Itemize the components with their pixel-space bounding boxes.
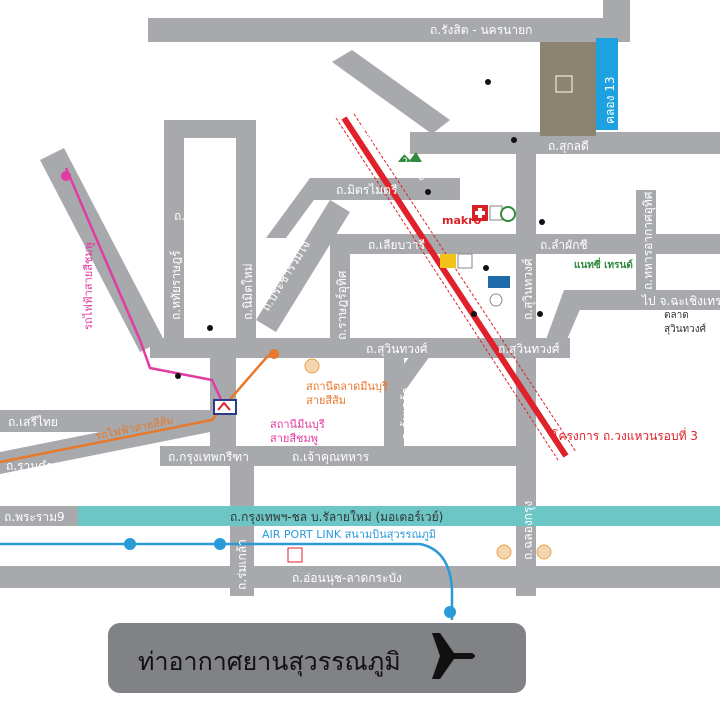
mountain-logo-icon (398, 152, 422, 162)
road-on-nut (0, 566, 720, 588)
label-on-nut: ถ.อ่อนนุช-ลาดกระบัง (292, 571, 402, 586)
label-liab-khlong: ถนนเลียบคลอง (619, 46, 633, 124)
bus-icon (287, 547, 303, 563)
poi-logos: makro แนทซี่ เทรนด์ (287, 152, 633, 563)
label-station-pink: สถานีมีนบุรีสายสีชมพู (270, 418, 325, 445)
pink-line (64, 167, 226, 407)
airplane-icon (422, 633, 475, 679)
label-pink-line: รถไฟฟ้าสายสีชมพู (82, 242, 95, 330)
label-market: ตลาดสุวินทวงศ์ (664, 310, 707, 335)
road-rat-uthit (330, 234, 350, 346)
road-suwinthawong (150, 338, 570, 358)
lotus-logo (488, 276, 510, 288)
label-station-orange: สถานีตลาดมีนบุรีสายสีส้ม (306, 380, 388, 407)
label-rangsit: ถ.รังสิต - นครนายก (430, 23, 532, 37)
khlong-13 (596, 38, 618, 130)
label-nimitmai: ถ.นิมิตใหม่ (241, 263, 255, 320)
label-chueng-krao: ไป จ.ฉะเชิงเทรา (641, 294, 720, 308)
brand-logo: แนทซี่ เทรนด์ (574, 257, 633, 271)
label-rom-klao: ถ.ร่มเกล้า (235, 539, 249, 590)
road-mitmaitri (310, 178, 460, 200)
label-lamphak-chi: ถ.ลำผักชี (540, 238, 588, 252)
label-khamnan-chao: ถ.ทหารอากาศอุทิศ (641, 191, 656, 290)
label-rama9: ถ.พระราม9 (4, 510, 65, 524)
label-chalongkrung: ถ.ฉลองกรุง (521, 501, 536, 560)
ring-road-project (341, 116, 569, 458)
label-ring-road: โครงการ ถ.วงแหวนรอบที่ 3 (552, 427, 698, 443)
road-krungthep-kritha (160, 446, 536, 466)
makro-logo: makro (442, 214, 482, 227)
label-krungthep-kritha: ถ.กรุงเทพกรีฑา (168, 450, 249, 465)
seal-icon (500, 206, 516, 222)
label-motorway: ถ.กรุงเทพฯ-ชล บ.รัลายใหม่ (มอเตอร์เวย์) (230, 510, 443, 525)
label-hathairat: ถ.หทัยราษฎร์ (169, 250, 183, 320)
label-khlong13: คลอง 13 (603, 76, 617, 124)
road-nimitmai (236, 120, 256, 342)
road-sukkoli (410, 132, 720, 154)
label-suwinthawong-v: ถ.สุวินทวงศ์ (521, 258, 536, 320)
label-khum-klao: ถ.คุ้มเกล้า (399, 388, 414, 440)
store-logo-icon (440, 254, 456, 268)
label-rat-uthit: ถ.ราษฎร์อุทิศ (335, 270, 350, 340)
road-network (0, 0, 720, 596)
airport-name: ท่าอากาศยานสุวรรณภูมิ (138, 647, 401, 676)
project-building-icon (540, 42, 596, 136)
label-sukkoli: ถ.สุกลดี (548, 139, 589, 154)
road-rama9 (0, 506, 82, 526)
label-serithai: ถ.เสรีไทย (8, 415, 58, 429)
label-ramkhamhaeng: ถ.รามคำแหง (6, 459, 74, 473)
road-rangsit (148, 18, 630, 42)
airport-link-line (0, 542, 454, 620)
label-airport-link: AIR PORT LINK สนามบินสุวรรณภูมิ (262, 528, 436, 541)
road-prachasamran (332, 50, 450, 134)
label-chao-khun-thahan: ถ.เจ้าคุณทหาร (292, 450, 370, 465)
road-hathairat (164, 120, 184, 342)
label-suwinthawong: ถ.สุวินทวงศ์ (366, 342, 428, 357)
label-suwinthawong-2: ถ.สุวินทวงศ์ (498, 342, 560, 357)
label-liabwari: ถ.เลียบวารี (368, 238, 426, 252)
road-motorway (78, 506, 720, 526)
road-thahan-akat (636, 190, 656, 300)
poi-dots (175, 79, 545, 379)
metro-station-icon (213, 399, 237, 415)
label-mitmaitri: ถ.มิตรไมตรี (336, 183, 398, 197)
label-nong-chok: ถ.หนองจอก (174, 209, 236, 223)
